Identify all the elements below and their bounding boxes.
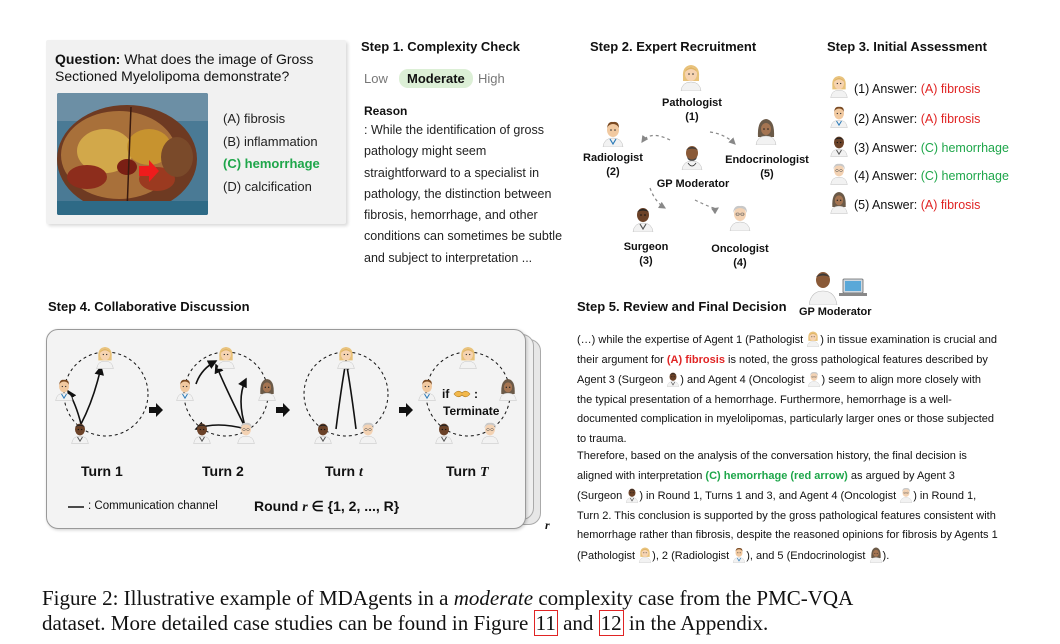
answer-5: (5) Answer: (A) fibrosis	[854, 198, 981, 212]
endocrinologist-label: Endocrinologist(5)	[725, 154, 809, 180]
figure-12-link[interactable]: 12	[598, 610, 624, 636]
agent1-avatar	[829, 74, 849, 98]
turn1-surgeon-avatar	[70, 420, 90, 444]
answer-2: (2) Answer: (A) fibrosis	[854, 112, 981, 126]
turnt-pathologist-avatar	[336, 345, 356, 369]
turn2-surgeon-avatar	[192, 420, 212, 444]
reason-text: : While the identification of gross path…	[364, 123, 563, 265]
terminate-condition: if :	[442, 387, 479, 401]
turn-t-label: Turn t	[325, 463, 363, 480]
level-low: Low	[364, 71, 388, 86]
turn2-endocrinologist-avatar	[257, 377, 277, 401]
option-c-correct: (C) hemorrhage	[223, 156, 320, 171]
option-d: (D) calcification	[223, 179, 312, 194]
pathologist-label: Pathologist(1)	[662, 97, 722, 123]
option-b: (B) inflammation	[223, 134, 318, 149]
surgeon-inline-icon	[625, 486, 639, 503]
reason-title: Reason	[364, 104, 408, 118]
option-a: (A) fibrosis	[223, 111, 286, 126]
terminate-label: Terminate	[443, 404, 500, 418]
oncologist-inline-icon	[899, 486, 913, 503]
radiologist-avatar	[601, 119, 625, 147]
figure-caption: Figure 2: Illustrative example of MDAgen…	[42, 586, 854, 636]
gp-moderator-label: GP Moderator	[656, 178, 730, 190]
turn-2-label: Turn 2	[202, 463, 244, 479]
turn2-oncologist-avatar	[236, 420, 256, 444]
pathology-image	[57, 93, 208, 215]
legend-channel: : Communication channel	[88, 500, 218, 512]
turn-T-label: Turn T	[446, 463, 489, 480]
oncologist-inline-icon	[807, 370, 821, 387]
answer-3: (3) Answer: (C) hemorrhage	[854, 141, 1009, 155]
turn-1-label: Turn 1	[81, 463, 123, 479]
surgeon-inline-icon	[666, 370, 680, 387]
turn1-radiologist-avatar	[54, 377, 74, 401]
turnT-surgeon-avatar	[434, 420, 454, 444]
final-decision-paragraph-2: Therefore, based on the analysis of the …	[577, 450, 998, 563]
agent5-avatar	[829, 190, 849, 214]
gp-moderator-laptop-figure	[808, 269, 867, 306]
step4-title: Step 4. Collaborative Discussion	[48, 299, 250, 314]
surgeon-avatar	[631, 204, 655, 232]
pathologist-inline-icon	[806, 330, 820, 347]
oncologist-avatar	[728, 203, 752, 231]
round-label: Round r ∈ {1, 2, ..., R}	[254, 498, 400, 515]
gp-moderator-avatar	[680, 142, 704, 170]
turnt-surgeon-avatar	[313, 420, 333, 444]
pathologist-inline-icon	[638, 546, 652, 563]
turn2-radiologist-avatar	[175, 377, 195, 401]
figure-11-link[interactable]: 11	[533, 610, 558, 636]
turnt-oncologist-avatar	[358, 420, 378, 444]
turnT-pathologist-avatar	[458, 345, 478, 369]
agent4-avatar	[829, 161, 849, 185]
round-axis-label: r	[545, 518, 550, 532]
step2-title: Step 2. Expert Recruitment	[590, 39, 757, 54]
step5-moderator-label: GP Moderator	[799, 306, 872, 318]
turn2-pathologist-avatar	[216, 345, 236, 369]
endocrinologist-avatar	[754, 117, 778, 145]
step5-title: Step 5. Review and Final Decision	[577, 299, 787, 314]
answer-4: (4) Answer: (C) hemorrhage	[854, 169, 1009, 183]
surgeon-label: Surgeon(3)	[623, 241, 669, 267]
step1-title: Step 1. Complexity Check	[361, 39, 520, 54]
agent3-avatar	[829, 133, 849, 157]
question-text: Question: What does the image of Gross S…	[55, 51, 314, 84]
radiologist-label: Radiologist(2)	[583, 152, 643, 178]
answer-1: (1) Answer: (A) fibrosis	[854, 82, 981, 96]
level-high: High	[478, 71, 505, 86]
recruitment-cycle-diagram	[641, 131, 736, 215]
turnT-endocrinologist-avatar	[498, 377, 518, 401]
step3-title: Step 3. Initial Assessment	[827, 39, 987, 54]
turn1-pathologist-avatar	[95, 345, 115, 369]
pathologist-avatar	[679, 63, 703, 91]
oncologist-label: Oncologist(4)	[711, 243, 769, 269]
endocrinologist-inline-icon	[869, 546, 883, 563]
turnT-radiologist-avatar	[417, 377, 437, 401]
handshake-icon	[453, 388, 471, 400]
radiologist-inline-icon	[732, 546, 746, 563]
final-decision-paragraph-1: (…) while the expertise of Agent 1 (Path…	[577, 330, 997, 449]
agent2-avatar	[829, 104, 849, 128]
turnT-oncologist-avatar	[480, 420, 500, 444]
level-moderate-selected: Moderate	[399, 69, 473, 88]
